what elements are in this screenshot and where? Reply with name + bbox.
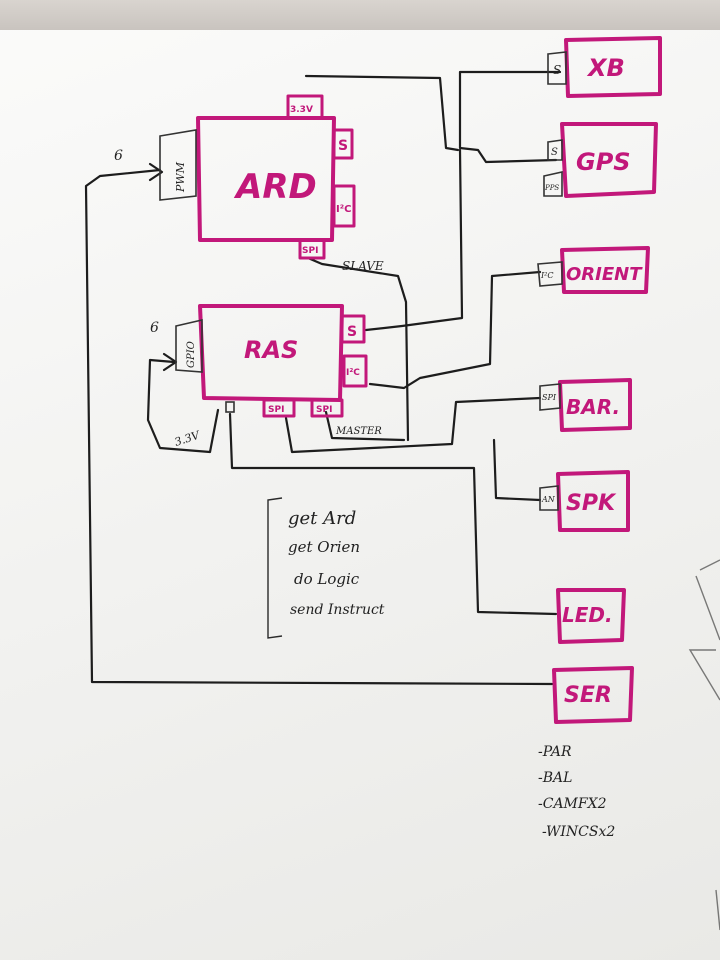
spk-label: SPK — [566, 491, 617, 516]
ser-label: SER — [564, 683, 612, 708]
ard-spi-pin-label: SPI — [302, 246, 318, 256]
ras-gpio-pin-label: GPIO — [186, 341, 197, 368]
xb-label: XB — [586, 54, 625, 82]
note-line: get Ard — [288, 508, 356, 529]
ras-spi2-pin-label: SPI — [316, 405, 332, 415]
ser-note-line: -CAMFX2 — [538, 796, 607, 812]
ard-pwm-pin-label: PWM — [174, 161, 187, 193]
wire-ard-top-bus — [306, 76, 458, 150]
spk-pin-label: AN — [541, 495, 556, 504]
ras-label: RAS — [244, 336, 298, 364]
slave-label: SLAVE — [342, 259, 384, 273]
orient-label: ORIENT — [566, 264, 643, 285]
ras-i2c-pin-label: I²C — [346, 368, 360, 378]
wire-spk — [494, 440, 540, 500]
bar-label: BAR. — [566, 395, 620, 419]
notes-bracket — [268, 498, 282, 638]
led-label: LED. — [562, 603, 613, 627]
ras-s-pin-label: S — [347, 324, 357, 340]
bar-pin-label: SPI — [542, 393, 557, 402]
logic-notes: get Ard get Orien do Logic send Instruct — [288, 508, 385, 618]
master-label: MASTER — [335, 426, 382, 437]
ras-spi1-pin-label: SPI — [268, 405, 284, 415]
note-line: get Orien — [288, 538, 360, 556]
ser-note-line: -PAR — [538, 744, 572, 760]
wire-orient-i2c — [370, 272, 540, 388]
gps-s-pin-label: S — [551, 147, 558, 158]
wire-ras-serial — [366, 150, 462, 330]
wire-led — [230, 414, 556, 614]
orient-pin-label: I²C — [540, 271, 554, 280]
note-line: send Instruct — [290, 602, 385, 618]
edge-sketch — [690, 560, 720, 930]
ras-power-label: 3.3V — [173, 428, 202, 449]
ard-label: ARD — [233, 167, 317, 207]
ard-pwm-count: 6 — [114, 148, 123, 164]
ser-notes: -PAR -BAL -CAMFX2 -WINCSx2 — [538, 744, 615, 840]
wires — [86, 72, 560, 684]
ras-gpio-count: 6 — [150, 320, 159, 336]
ras-power-pin — [226, 402, 234, 412]
xb-pin-label: S — [553, 63, 561, 77]
gps-pps-pin-label: PPS — [544, 184, 559, 192]
ser-note-line: -BAL — [538, 770, 572, 786]
wire-xb-serial — [460, 72, 560, 162]
ard-s-pin-label: S — [338, 138, 348, 154]
pin-labels: 3.3V S I²C SPI PWM GPIO S I²C SPI SPI S … — [174, 63, 561, 504]
note-line: do Logic — [294, 570, 360, 588]
ser-note-line: -WINCSx2 — [542, 824, 615, 840]
ard-i2c-pin-label: I²C — [336, 204, 351, 215]
gps-label: GPS — [576, 148, 631, 176]
ard-top-pin-label: 3.3V — [290, 105, 313, 115]
